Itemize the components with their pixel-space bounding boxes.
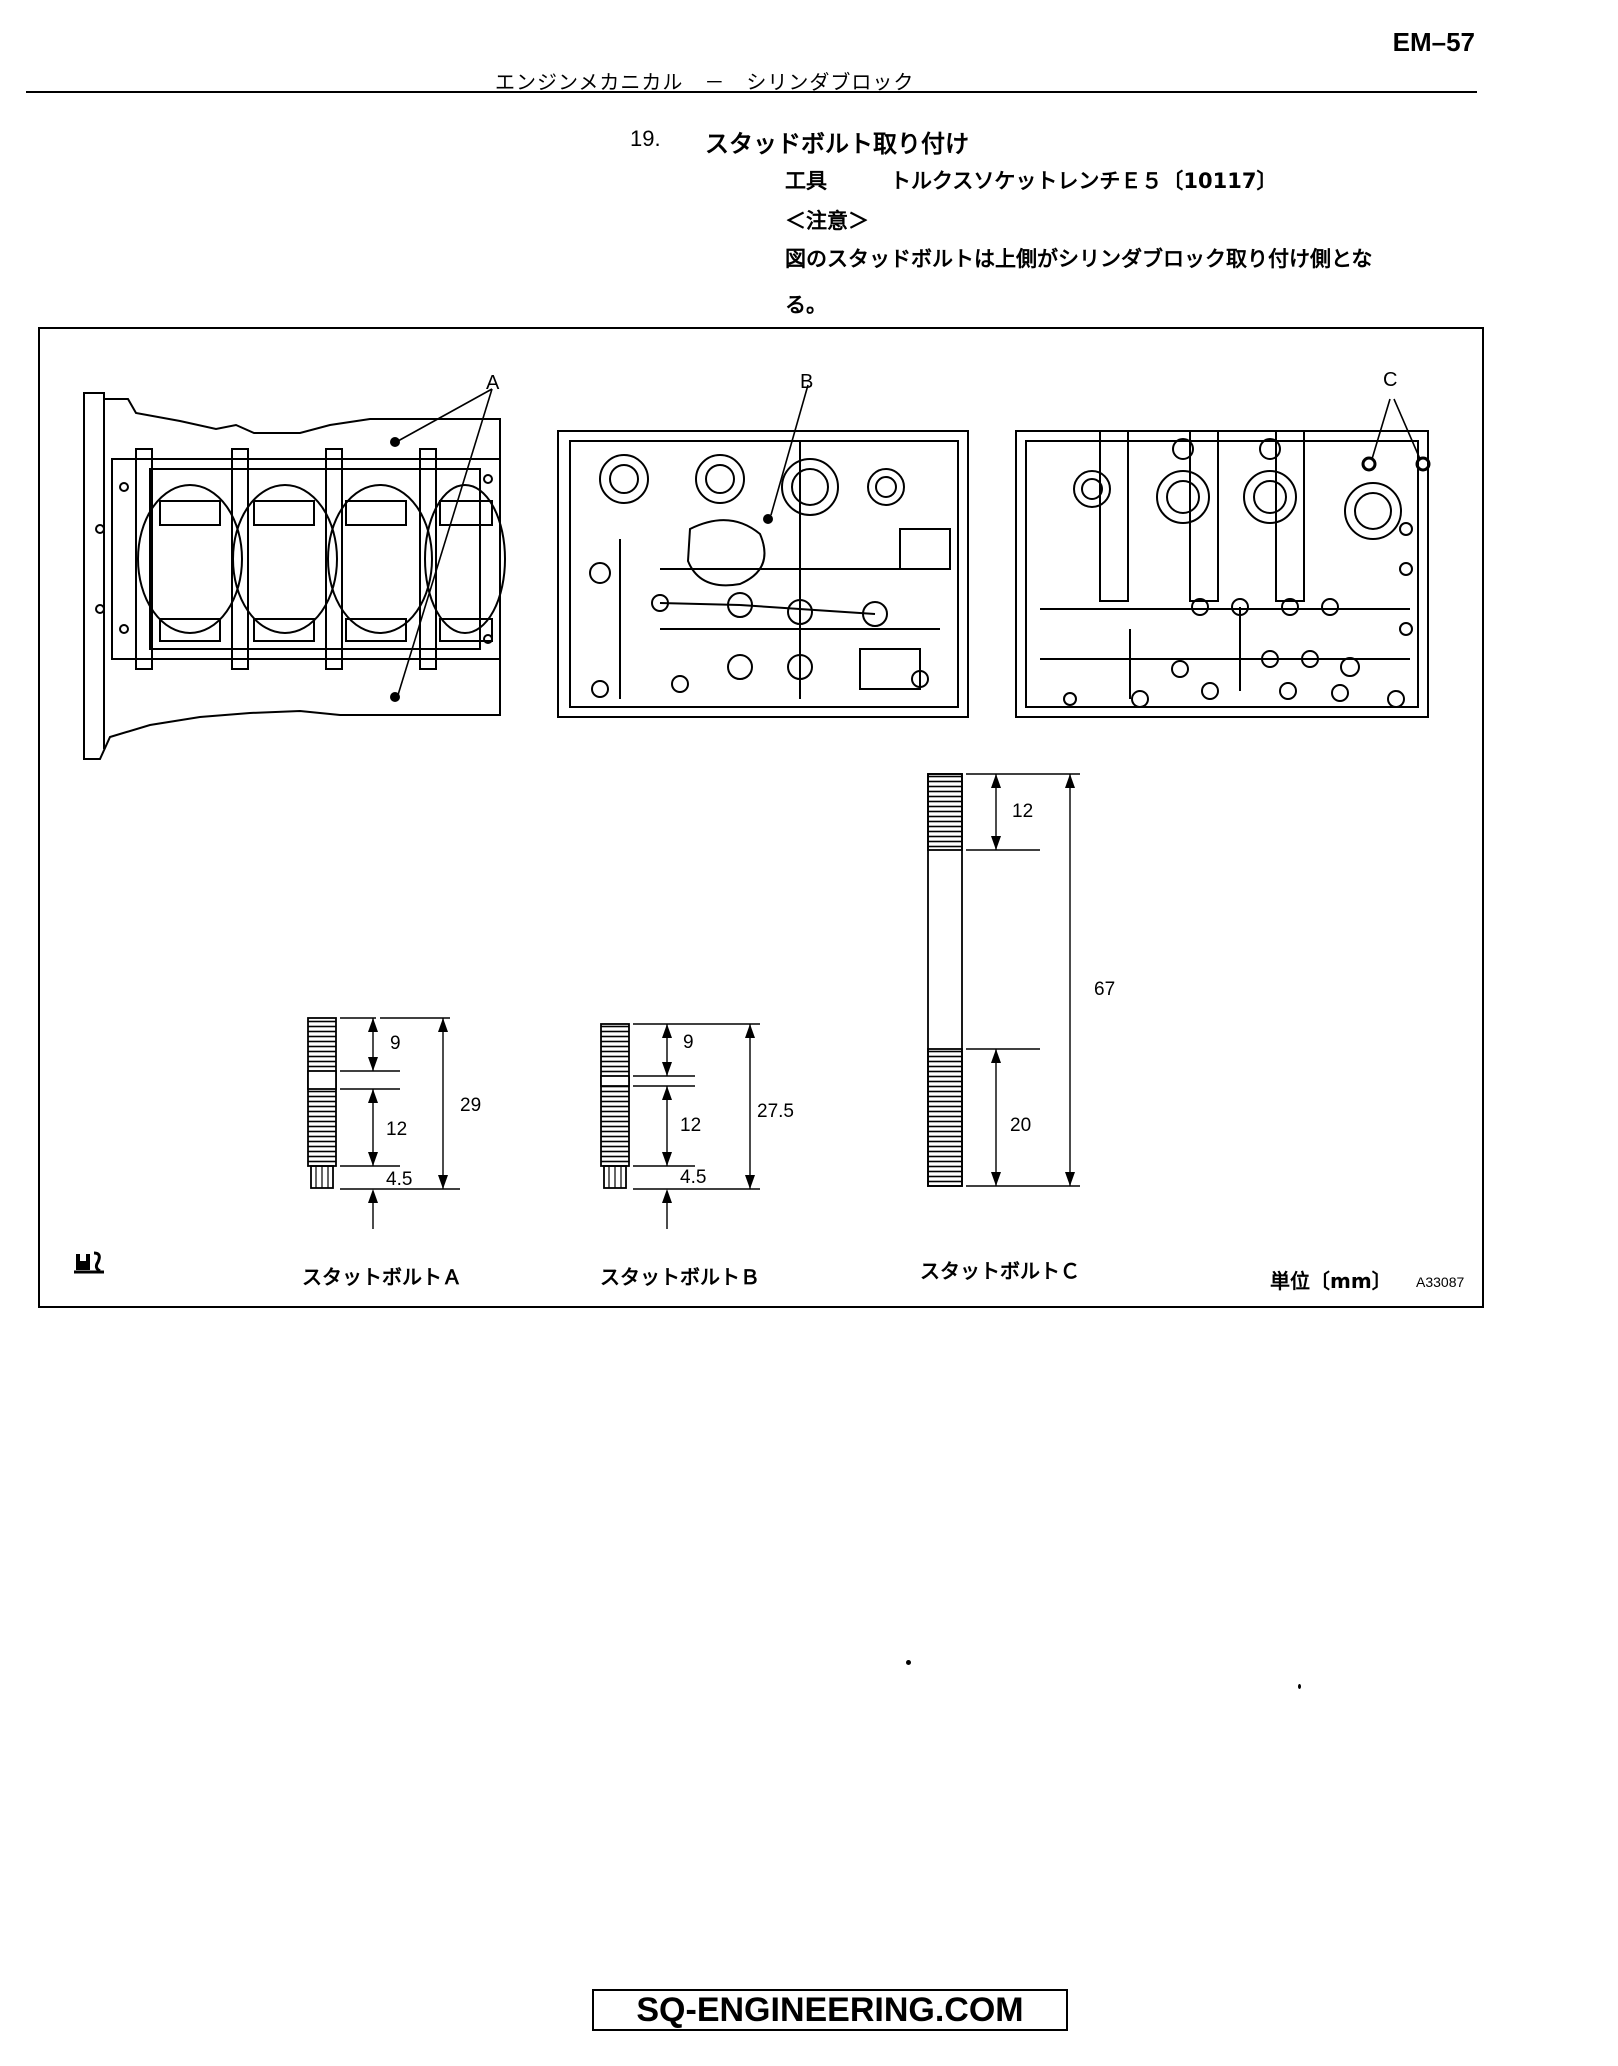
bolt-b-dim-2: 12 xyxy=(680,1115,702,1136)
bolt-c-dim-2: 20 xyxy=(1010,1115,1032,1136)
block-view-middle xyxy=(557,430,969,718)
block-view-left xyxy=(83,392,506,760)
scan-speck xyxy=(1298,1684,1301,1689)
bolt-a-dim-3: 4.5 xyxy=(386,1169,413,1190)
bolt-b-total: 27.5 xyxy=(757,1101,794,1122)
callout-c: C xyxy=(1383,369,1398,391)
bolt-c-caption: スタットボルトＣ xyxy=(920,1259,1080,1283)
header-rule xyxy=(26,91,1477,93)
bolt-b-dim-3: 4.5 xyxy=(680,1167,707,1188)
bolt-a-dim-2: 12 xyxy=(386,1119,408,1140)
step-title: スタッドボルト取り付け xyxy=(705,130,969,158)
bolt-a-total: 29 xyxy=(460,1095,482,1116)
bolt-b-dim-1: 9 xyxy=(683,1032,694,1053)
section-title: エンジンメカニカル － シリンダブロック xyxy=(495,70,915,94)
tool-name: トルクスソケットレンチＥ５〔10117〕 xyxy=(890,169,1278,193)
bolt-a-caption: スタットボルトＡ xyxy=(302,1265,462,1289)
stud-bolt-figure: A B C 9 12 4.5 29 スタットボルトＡ 9 12 4.5 27.5… xyxy=(38,327,1484,1308)
scan-speck xyxy=(906,1660,911,1665)
figure-drawing xyxy=(74,384,1431,1274)
bolt-c-dim-1: 12 xyxy=(1012,801,1034,822)
note-heading: ＜注意＞ xyxy=(785,209,869,233)
stud-bolt-a-drawing xyxy=(307,1017,460,1229)
bolt-a-dim-1: 9 xyxy=(390,1033,401,1054)
footer-logo: SQ-ENGINEERING.COM xyxy=(592,1989,1068,2031)
stud-bolt-c-drawing xyxy=(927,773,1080,1187)
manual-icon xyxy=(74,1251,104,1274)
callout-b: B xyxy=(800,371,814,393)
stud-bolt-b-drawing xyxy=(600,1023,760,1229)
unit-label: 単位〔mm〕 xyxy=(1270,1269,1392,1293)
figure-code: A33087 xyxy=(1416,1274,1465,1290)
step-number: 19. xyxy=(630,126,661,151)
bolt-c-total: 67 xyxy=(1094,979,1116,1000)
bolt-b-caption: スタットボルトＢ xyxy=(600,1265,760,1289)
note-line-1: 図のスタッドボルトは上側がシリンダブロック取り付け側とな xyxy=(785,247,1373,271)
callout-a: A xyxy=(486,372,500,394)
tool-label: 工具 xyxy=(785,169,827,193)
block-view-right xyxy=(1015,430,1429,718)
page-number: EM–57 xyxy=(1392,27,1475,57)
note-line-2: る。 xyxy=(785,293,827,317)
